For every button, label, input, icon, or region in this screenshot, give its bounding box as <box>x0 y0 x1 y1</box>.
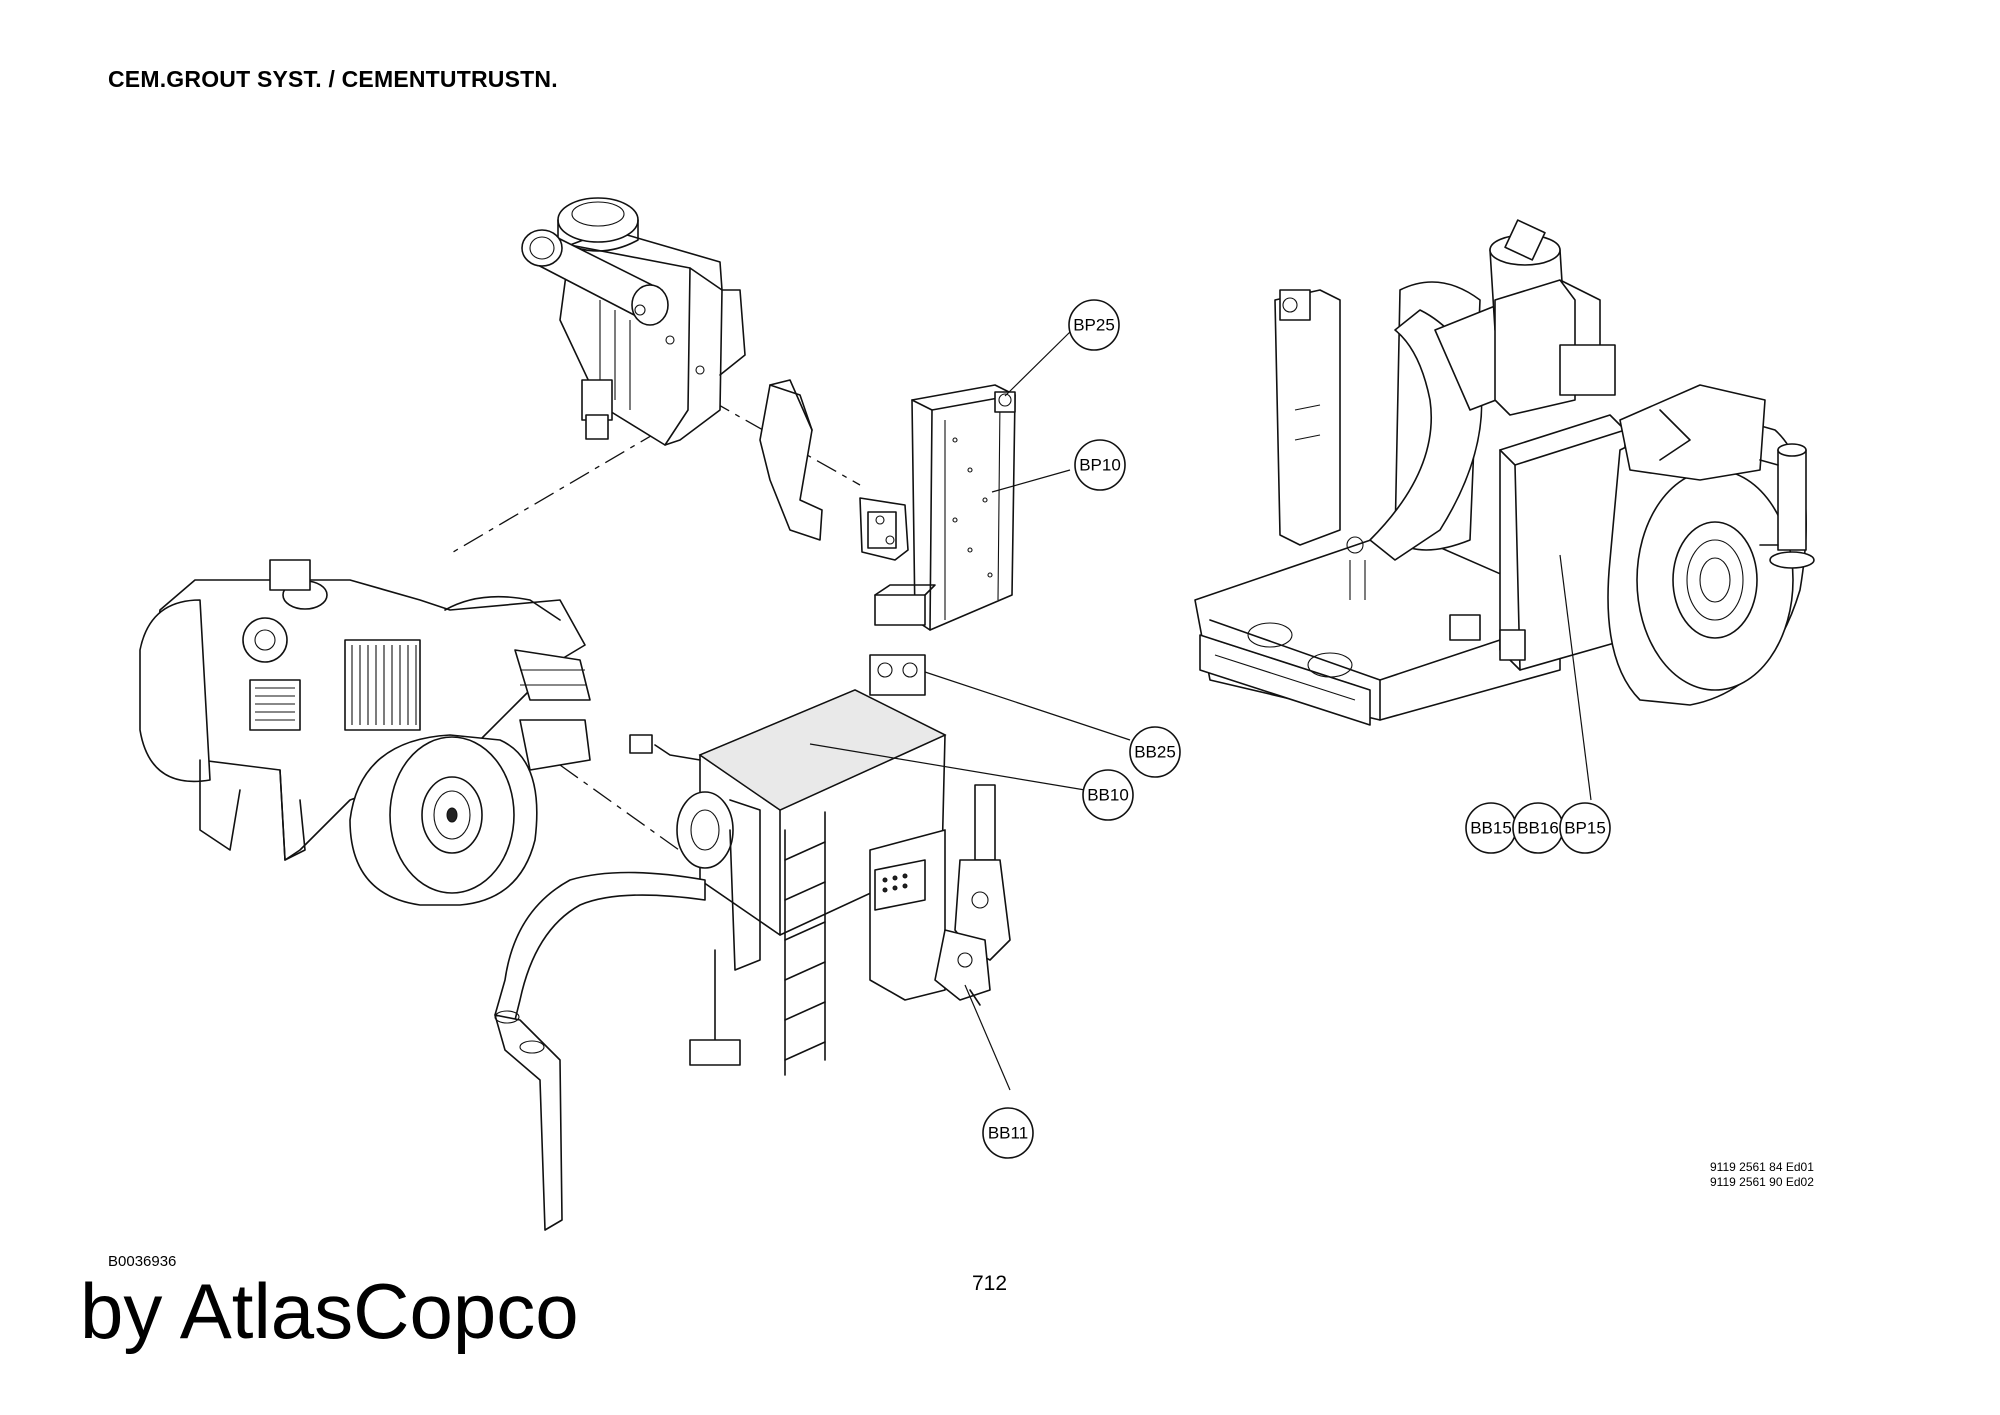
leader-lines <box>809 329 1592 1091</box>
brand-watermark: by AtlasCopco <box>80 1267 579 1355</box>
callout-bp15: BP15 <box>1559 802 1611 854</box>
svg-text:BP25: BP25 <box>1073 316 1115 335</box>
page-title: CEM.GROUT SYST. / CEMENTUTRUSTN. <box>108 66 558 92</box>
doc-number-2: 9119 2561 90 Ed02 <box>1710 1175 1814 1189</box>
callout-bb10: BB10 <box>1082 769 1134 821</box>
svg-text:BB25: BB25 <box>1134 743 1176 762</box>
callout-bb11: BB11 <box>982 1107 1034 1159</box>
callout-bp25: BP25 <box>1068 299 1120 351</box>
page-number: 712 <box>972 1272 1008 1295</box>
svg-text:BB11: BB11 <box>988 1124 1028 1143</box>
callout-bb15: BB15 <box>1465 802 1517 854</box>
assembled-machine <box>1194 219 1815 726</box>
callout-bb25: BB25 <box>1129 726 1181 778</box>
callout-bb16: BB16 <box>1512 802 1564 854</box>
left-carrier-unit <box>139 559 591 906</box>
svg-text:BB10: BB10 <box>1087 786 1129 805</box>
svg-text:BB16: BB16 <box>1517 819 1559 838</box>
engine-unit <box>521 197 746 446</box>
svg-text:BP15: BP15 <box>1564 819 1606 838</box>
svg-text:BB15: BB15 <box>1470 819 1512 838</box>
callout-bp10: BP10 <box>1074 439 1126 491</box>
mounting-bracket <box>759 379 909 561</box>
grout-tank-unit <box>494 654 1011 1231</box>
bp10-frame <box>874 384 1016 631</box>
document-numbers: 9119 2561 84 Ed01 9119 2561 90 Ed02 <box>1710 1160 1814 1190</box>
doc-number-1: 9119 2561 84 Ed01 <box>1710 1160 1814 1174</box>
drawing-id: B0036936 <box>108 1253 177 1270</box>
svg-text:BP10: BP10 <box>1079 456 1121 475</box>
